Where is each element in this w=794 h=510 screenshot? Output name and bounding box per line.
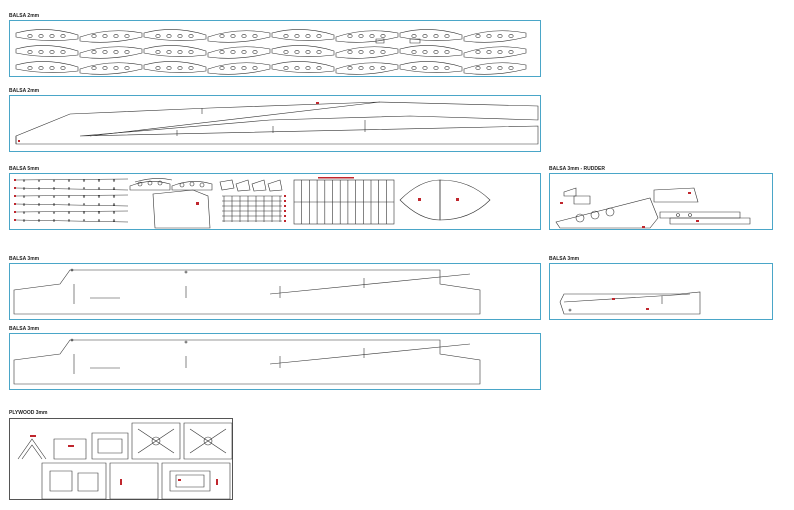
sheet-label-balsa-3mm-b: BALSA 3mm [549,256,580,262]
sheet-label-balsa-2mm-long: BALSA 2mm [9,88,40,94]
rudder-post-drawing [559,291,701,315]
sheet-balsa-3mm-a [9,263,541,320]
sheet-balsa-3mm-b [549,263,773,320]
balsa-5mm-parts-drawing [14,177,491,229]
sheet-label-plywood-3mm: PLYWOOD 3mm [9,410,48,416]
sheet-balsa-2mm-long [9,95,541,152]
sheet-label-balsa-3mm-a: BALSA 3mm [9,256,40,262]
rudder-parts-drawing [555,187,751,229]
sheet-label-balsa-3mm-c: BALSA 3mm [9,326,40,332]
sheet-label-balsa-5mm: BALSA 5mm [9,166,40,172]
rib-parts-drawing [15,29,527,75]
fuselage-side-b-drawing [13,338,481,385]
fuselage-side-a-drawing [13,268,481,315]
sheet-balsa-5mm [9,173,541,230]
plywood-parts-drawing [17,422,233,500]
sheet-balsa-3mm-rudder [549,173,773,230]
sheet-balsa-3mm-c [9,333,541,390]
sheet-label-balsa-2mm-ribs: BALSA 2mm [9,13,40,19]
sheet-balsa-2mm-ribs [9,20,541,77]
sheet-plywood-3mm [9,418,233,500]
long-strip-drawing [15,101,539,145]
sheet-label-balsa-3mm-rudder: BALSA 3mm - RUDDER [549,166,605,172]
